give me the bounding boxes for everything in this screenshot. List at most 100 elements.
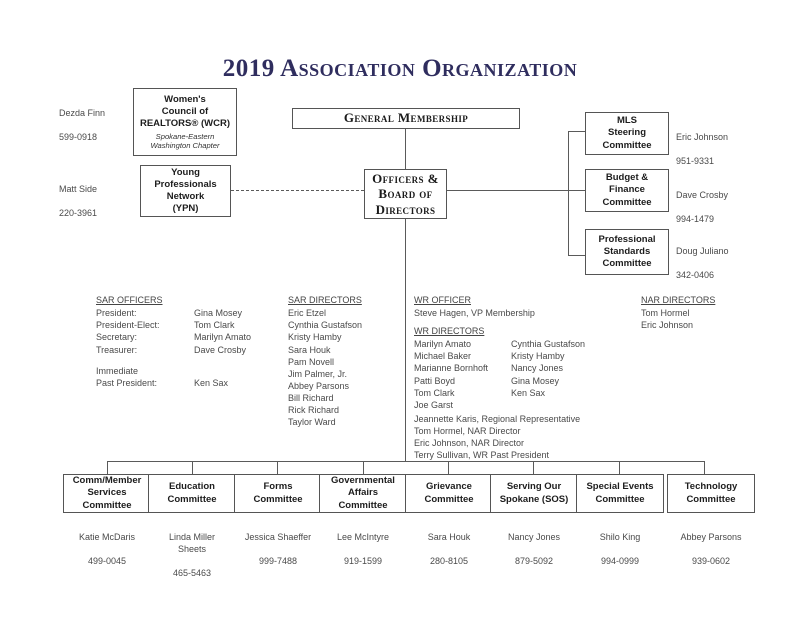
contact-mls-name: Eric Johnson	[676, 131, 729, 142]
mls-steering-label: MLS Steering Committee	[602, 115, 652, 151]
list-item: Tom Hormel, NAR Director	[414, 426, 521, 437]
connector-drop-7	[619, 461, 621, 474]
connector-membership-to-officers	[405, 129, 407, 169]
connector-right-bus	[568, 131, 570, 256]
sar-officer-row: Secretary:Marilyn Amato	[96, 331, 251, 343]
connector-right-budget	[568, 190, 585, 192]
roster-sar-officers: SAR OFFICERS President: Gina Mosey Presid…	[96, 294, 251, 389]
box-officers-board-of-directors[interactable]: Officers & Board of Directors	[364, 169, 447, 219]
connector-officers-trunk	[405, 219, 407, 461]
list-item: Jim Palmer, Jr.	[288, 368, 348, 379]
list-item: Eric Johnson, NAR Director	[414, 438, 525, 449]
list-item: Terry Sullivan, WR Past President	[414, 450, 550, 461]
wr-directors-column-1: Marilyn Amato Michael Baker Marianne Bor…	[414, 338, 511, 411]
list-item: Tom Hormel	[641, 308, 690, 319]
wcr-sublabel: Spokane-Eastern Washington Chapter	[150, 131, 220, 150]
contact-name: Nancy Jones	[507, 531, 561, 542]
list-item: Michael Baker	[414, 351, 472, 362]
connector-officers-to-right	[447, 190, 569, 192]
box-budget-finance-committee[interactable]: Budget & Finance Committee	[585, 169, 669, 212]
committee-label: Comm/Member Services Committee	[72, 475, 142, 511]
box-young-professionals-network[interactable]: Young Professionals Network (YPN)	[140, 165, 231, 217]
connector-ypn-dashed	[231, 190, 364, 191]
contact-education: Linda Miller Sheets 465-5463	[148, 520, 236, 591]
committee-label: Forms Committee	[253, 481, 303, 505]
contact-forms: Jessica Shaeffer 999-7488	[232, 520, 324, 579]
contact-phone: 879-5092	[514, 555, 554, 566]
connector-drop-1	[107, 461, 109, 474]
list-item: Kristy Hamby	[288, 332, 342, 343]
contact-budget-name: Dave Crosby	[676, 189, 729, 200]
list-item: Gina Mosey	[511, 375, 560, 386]
list-item: Taylor Ward	[288, 417, 336, 428]
contact-name: Linda Miller Sheets	[168, 531, 216, 554]
roster-wr-directors: WR DIRECTORS Marilyn Amato Michael Baker…	[414, 325, 585, 411]
connector-drop-2	[192, 461, 194, 474]
professional-standards-label: Professional Standards Committee	[598, 233, 656, 270]
box-womens-council-of-realtors[interactable]: Women's Council of REALTORS® (WCR) Spoka…	[133, 88, 237, 156]
budget-finance-label: Budget & Finance Committee	[602, 172, 652, 208]
wcr-label: Women's Council of REALTORS® (WCR)	[139, 94, 231, 130]
list-item: Eric Etzel	[288, 308, 327, 319]
list-item: Ken Sax	[511, 387, 546, 398]
list-item: Pam Novell	[288, 356, 335, 367]
list-item: Marilyn Amato	[414, 339, 472, 350]
box-education-committee[interactable]: Education Committee	[148, 474, 236, 513]
list-item: Jeannette Karis, Regional Representative	[414, 414, 581, 424]
officers-board-label: Officers & Board of Directors	[372, 171, 439, 217]
box-general-membership[interactable]: General Membership	[292, 108, 520, 129]
box-professional-standards-committee[interactable]: Professional Standards Committee	[585, 229, 669, 275]
contact-name: Katie McDaris	[78, 531, 135, 542]
wr-directors-heading: WR DIRECTORS	[414, 326, 485, 336]
contact-name: Jessica Shaeffer	[244, 531, 312, 542]
list-item: Marianne Bornhoft	[414, 363, 489, 374]
wr-officer-person: Steve Hagen, VP Membership	[414, 308, 535, 319]
list-item: Eric Johnson	[641, 320, 694, 331]
committee-label: Technology Committee	[684, 481, 738, 505]
connector-bottom-bus	[107, 461, 704, 463]
contact-wcr-phone: 599-0918	[59, 131, 98, 142]
list-item: Cynthia Gustafson	[511, 339, 586, 350]
contact-name: Lee McIntyre	[336, 531, 390, 542]
contact-phone: 499-0045	[87, 555, 127, 566]
connector-drop-4	[363, 461, 365, 474]
box-grievance-committee[interactable]: Grievance Committee	[405, 474, 493, 513]
box-technology-committee[interactable]: Technology Committee	[667, 474, 755, 513]
contact-budget-phone: 994-1479	[676, 213, 715, 224]
sar-officer-person: Tom Clark	[194, 320, 235, 331]
sar-officer-person: Gina Mosey	[194, 308, 243, 319]
contact-technology: Abbey Parsons 939-0602	[667, 520, 755, 579]
contact-mls-steering: Eric Johnson 951-9331	[676, 120, 776, 179]
sar-officer-role: President:	[96, 308, 137, 319]
contact-ypn-phone: 220-3961	[59, 207, 98, 218]
sar-officers-heading: SAR OFFICERS	[96, 295, 163, 305]
contact-phone: 465-5463	[172, 567, 212, 578]
sar-past-president-line1: Immediate	[96, 365, 139, 376]
connector-drop-6	[533, 461, 535, 474]
roster-wr-officer: WR OFFICER Steve Hagen, VP Membership	[414, 294, 535, 319]
contact-serving-our-spokane: Nancy Jones 879-5092	[490, 520, 578, 579]
contact-professional-standards: Doug Juliano 342-0406	[676, 234, 776, 293]
general-membership-label: General Membership	[343, 110, 469, 126]
box-serving-our-spokane-committee[interactable]: Serving Our Spokane (SOS)	[490, 474, 578, 513]
connector-drop-3	[277, 461, 279, 474]
roster-nar-directors: NAR DIRECTORS Tom Hormel Eric Johnson	[641, 294, 715, 331]
box-governmental-affairs-committee[interactable]: Governmental Affairs Committee	[319, 474, 407, 513]
box-mls-steering-committee[interactable]: MLS Steering Committee	[585, 112, 669, 155]
contact-phone: 994-0999	[600, 555, 640, 566]
connector-drop-8	[704, 461, 706, 474]
contact-governmental-affairs: Lee McIntyre 919-1599	[319, 520, 407, 579]
connector-right-mls	[568, 131, 585, 133]
box-comm-member-services-committee[interactable]: Comm/Member Services Committee	[63, 474, 151, 513]
committee-label: Education Committee	[167, 481, 217, 505]
sar-past-president-role: Past President:	[96, 377, 158, 388]
page-title: 2019 Association Organization	[222, 55, 578, 82]
box-special-events-committee[interactable]: Special Events Committee	[576, 474, 664, 513]
sar-officer-row: President-Elect:Tom Clark	[96, 319, 251, 331]
box-forms-committee[interactable]: Forms Committee	[234, 474, 322, 513]
contact-wcr: Dezda Finn 599-0918	[59, 96, 129, 155]
sar-officer-person: Marilyn Amato	[194, 332, 252, 343]
contact-special-events: Shilo King 994-0999	[576, 520, 664, 579]
list-item: Sara Houk	[288, 344, 331, 355]
